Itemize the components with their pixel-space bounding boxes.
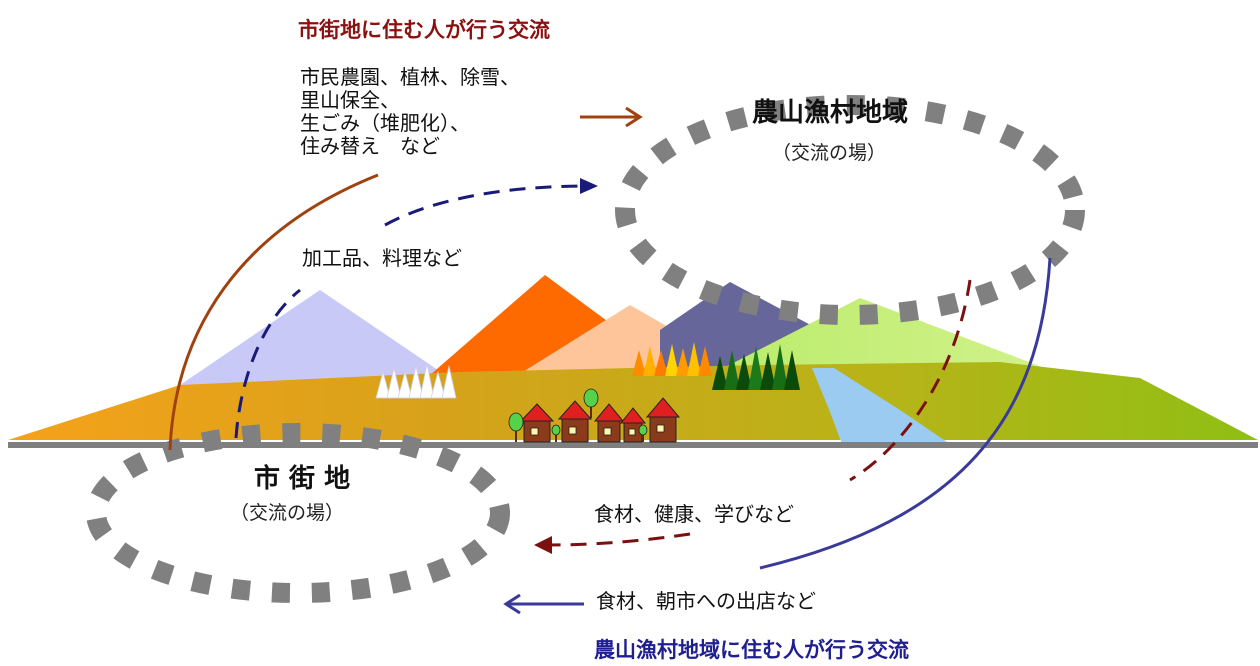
navy-dashed-curve [234,288,301,439]
house [619,407,647,443]
maroon-arrowhead [534,536,552,554]
urban-activities-list: 市民農園、植林、除雪、 里山保全、 生ごみ（堆肥化）、 住み替え など [300,66,520,158]
round-trees [508,388,648,442]
lavender-mountain [180,290,460,385]
brown-arrowhead [625,106,643,128]
autumn-trees [632,342,712,376]
house [593,403,625,443]
village-houses [508,388,681,443]
house [645,397,681,443]
maroon-dashed-arrow [547,532,691,547]
navy-dashed-arrow [384,184,589,227]
ground-line [8,442,1258,448]
blue-curve [759,257,1052,570]
urban-activities-line-2: 里山保全、 [300,88,400,112]
processed-goods-label: 加工品、料理など [302,246,462,270]
rural-region-subtitle: （交流の場） [772,142,887,164]
ground-field [8,362,1258,440]
urban-activities-line-1: 市民農園、植林、除雪、 [300,65,520,89]
lightgreen-hill [700,298,1090,380]
urban-region-title: 市 街 地 [254,464,351,494]
urban-region-subtitle: （交流の場） [230,502,345,524]
brown-curve [168,173,379,451]
rural-region-title: 農山漁村地域 [752,98,909,128]
urban-exchange-ellipse [86,423,510,603]
food-health-learning-label: 食材、健康、学びなど [594,502,794,526]
rural-exchange-ellipse [615,95,1085,325]
maroon-dashed-curve [849,279,972,482]
landscape [8,275,1258,448]
rural-exchange-heading: 農山漁村地域に住む人が行う交流 [594,638,909,662]
house [557,400,593,443]
urban-activities-line-3: 生ごみ（堆肥化）、 [300,111,470,135]
blue-arrowhead [503,593,521,615]
urban-exchange-heading: 市街地に住む人が行う交流 [298,18,550,42]
evergreen-trees [712,344,800,390]
food-morning-market-label: 食材、朝市への出店など [596,589,816,613]
navy-arrowhead [580,178,598,194]
snowy-trees [375,363,457,399]
house [519,403,555,443]
urban-activities-line-4: 住み替え など [300,134,440,158]
river [812,368,950,444]
flow-arrows [168,106,1052,615]
